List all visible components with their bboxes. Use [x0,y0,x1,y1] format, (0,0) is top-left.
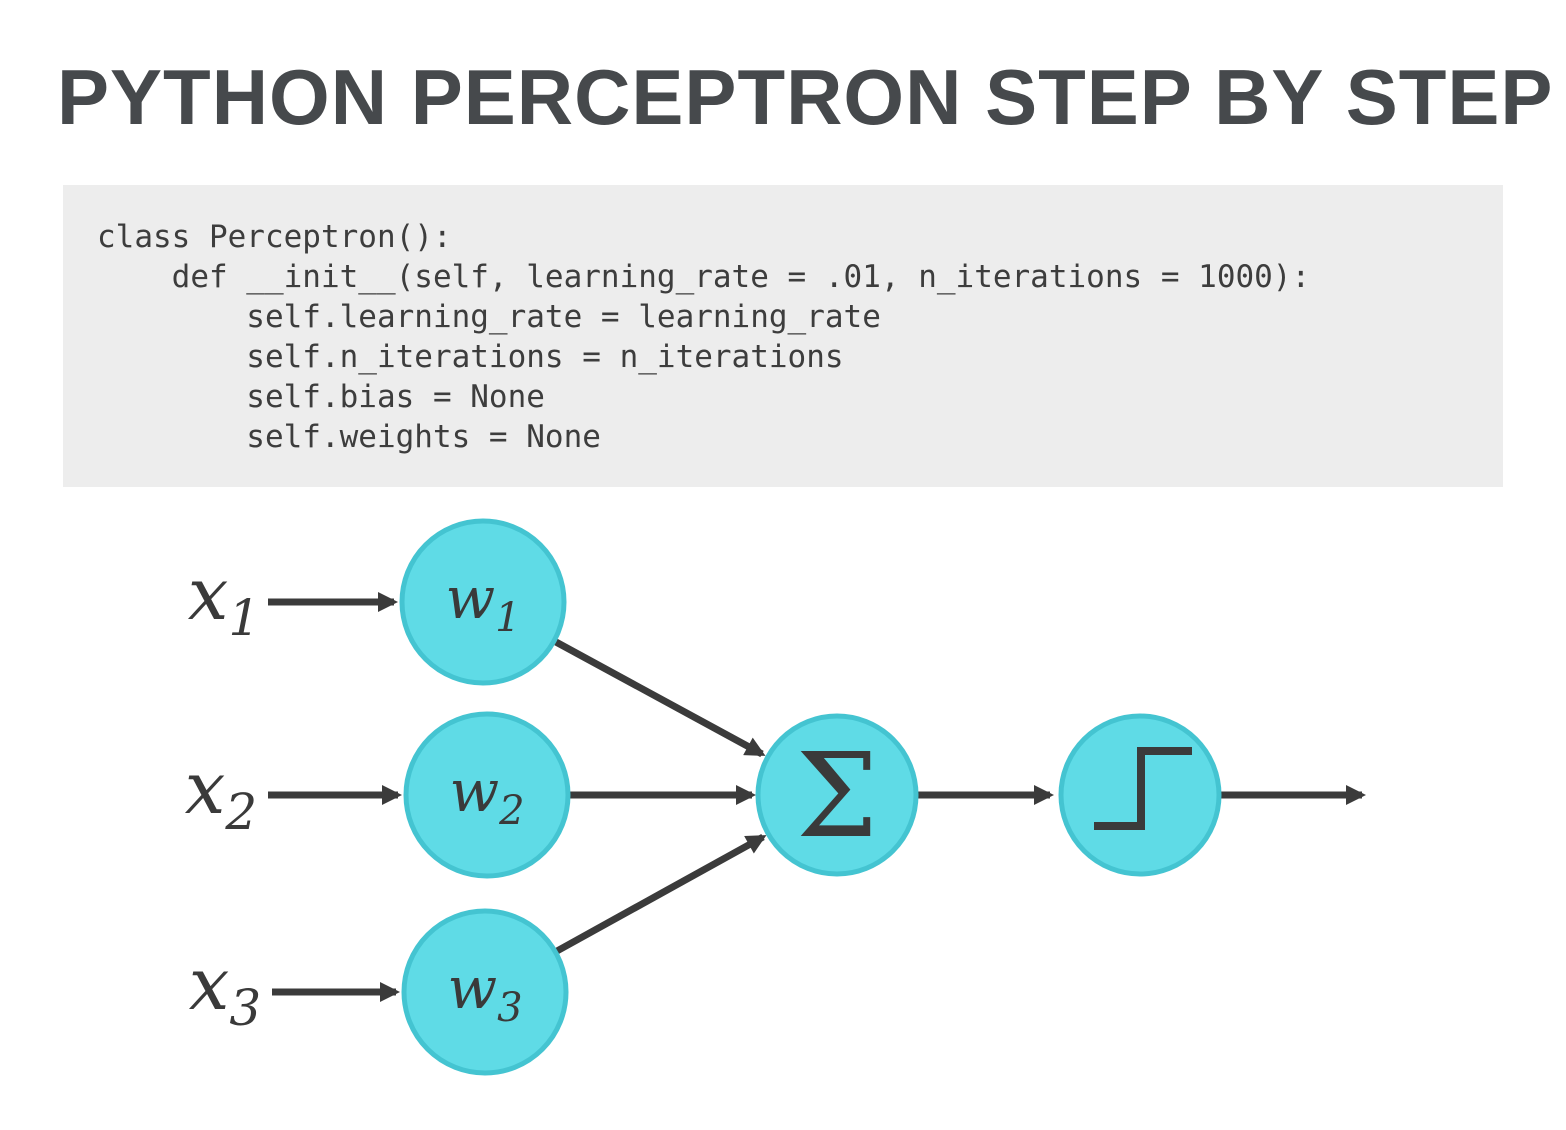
sum-node [755,713,919,877]
code-line: self.bias = None [97,379,545,415]
code-line: self.weights = None [97,419,601,455]
arrow-w3-to-sum [555,833,767,955]
code-line: self.learning_rate = learning_rate [97,299,881,335]
input-label-x2: x2 [185,746,257,841]
input-label-x1: x1 [188,552,260,647]
weight-node-w2 [403,711,571,879]
code-line: def __init__(self, learning_rate = .01, … [97,259,1311,295]
perceptron-diagram: x1 x2 x3 w1 w2 w3 Σ [185,518,1366,1076]
step-function-icon [1094,747,1192,830]
arrow-w1-to-sum [554,638,766,758]
code-line: self.n_iterations = n_iterations [97,339,844,375]
weight-label-w1: w1 [445,564,520,641]
page-title: PYTHON PERCEPTRON STEP BY STEP [57,53,1554,141]
input-label-x3: x3 [189,942,261,1037]
code-block: class Perceptron(): def __init__(self, l… [63,185,1503,487]
weight-node-w1 [399,518,567,686]
code-line: class Perceptron(): [97,219,452,255]
sigma-symbol: Σ [796,729,878,864]
weight-node-w3 [401,908,569,1076]
weight-label-w3: w3 [447,954,522,1031]
weight-label-w2: w2 [449,757,524,834]
